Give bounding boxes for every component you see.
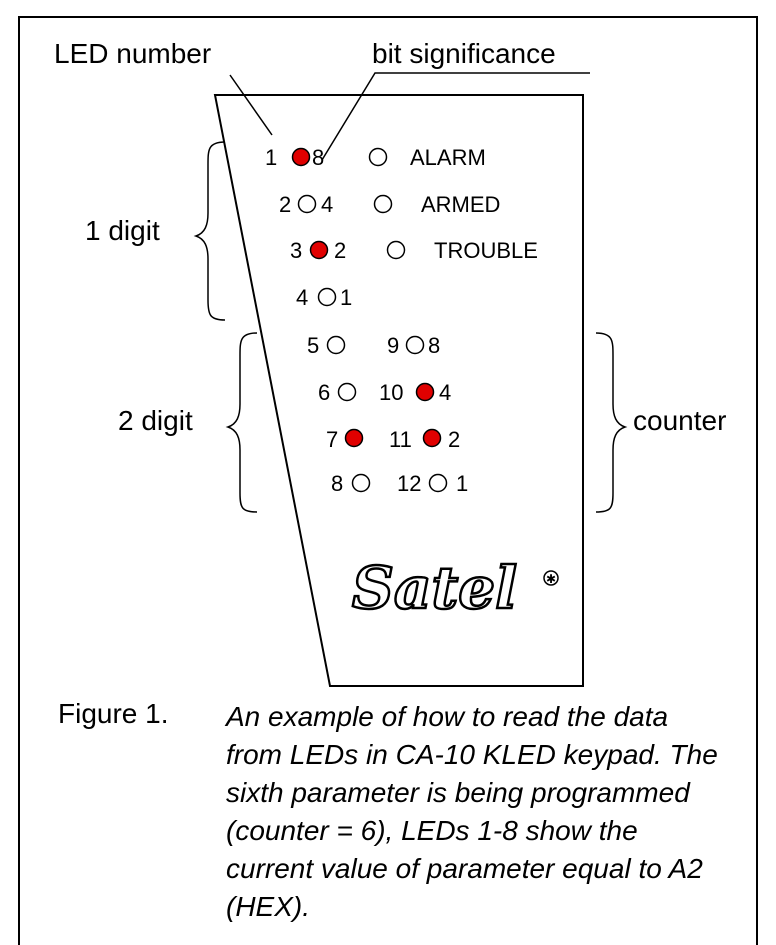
keypad-outline (213, 94, 584, 687)
led-11-number: 11 (389, 427, 412, 452)
led-5-number: 5 (307, 333, 320, 358)
brace-2-digit (225, 332, 258, 513)
led-6-indicator (337, 382, 357, 402)
outer-border (18, 16, 758, 945)
led-3-indicator (309, 240, 329, 260)
led-11-bit: 2 (448, 427, 461, 452)
led-2-indicator (297, 194, 317, 214)
led-12-indicator (428, 473, 448, 493)
led-9-number: 9 (387, 333, 400, 358)
led-10-number: 10 (379, 380, 404, 405)
led-11-indicator (422, 428, 442, 448)
led-7-number: 7 (326, 427, 339, 452)
led-3-number: 3 (290, 238, 303, 263)
led-8-indicator (351, 473, 371, 493)
led-12-bit: 1 (456, 471, 469, 496)
caption-line: (counter = 6), LEDs 1-8 show the (226, 815, 638, 846)
brace-counter (595, 332, 628, 513)
status-armed-label: ARMED (421, 192, 501, 217)
brace-1-digit (193, 141, 226, 321)
logo-star: ✱ (546, 572, 556, 586)
led-8-number: 8 (331, 471, 344, 496)
led-2-number: 2 (279, 192, 292, 217)
satel-logo: Satel (352, 554, 517, 622)
status-alarm-label: ALARM (410, 145, 486, 170)
led-12-number: 12 (397, 471, 422, 496)
led-10-bit: 4 (439, 380, 452, 405)
status-trouble-label: TROUBLE (434, 238, 538, 263)
led-4-bit: 1 (340, 285, 353, 310)
digit-1-label: 1 digit (85, 215, 160, 246)
figure-label: Figure 1. (58, 698, 169, 729)
counter-label: counter (633, 405, 727, 436)
led-9-bit: 8 (428, 333, 441, 358)
caption-line: current value of parameter equal to A2 (226, 853, 703, 884)
logo-registered-icon (543, 570, 559, 586)
led-7-indicator (344, 428, 364, 448)
status-led-alarm (368, 147, 388, 167)
led-1-bit: 8 (312, 145, 325, 170)
led-number-pointer (229, 74, 273, 136)
led-6-number: 6 (318, 380, 331, 405)
led-3-bit: 2 (334, 238, 347, 263)
led-5-indicator (326, 335, 346, 355)
led-10-indicator (415, 382, 435, 402)
caption-line: An example of how to read the data (226, 701, 669, 732)
led-2-bit: 4 (321, 192, 334, 217)
led-4-number: 4 (296, 285, 309, 310)
led-4-indicator (317, 287, 337, 307)
figure-caption: An example of how to read the data from … (226, 698, 726, 926)
caption-line: from LEDs in CA-10 KLED keypad. The (226, 739, 718, 770)
status-led-trouble (386, 240, 406, 260)
led-1-indicator (291, 147, 311, 167)
digit-2-label: 2 digit (118, 405, 193, 436)
led-1-number: 1 (265, 145, 278, 170)
led-number-label: LED number (54, 38, 212, 69)
led-9-indicator (405, 335, 425, 355)
caption-line: (HEX). (226, 891, 310, 922)
bit-significance-label: bit significance (372, 38, 556, 69)
bit-significance-pointer (321, 72, 590, 161)
status-led-armed (373, 194, 393, 214)
caption-line: sixth parameter is being programmed (226, 777, 690, 808)
